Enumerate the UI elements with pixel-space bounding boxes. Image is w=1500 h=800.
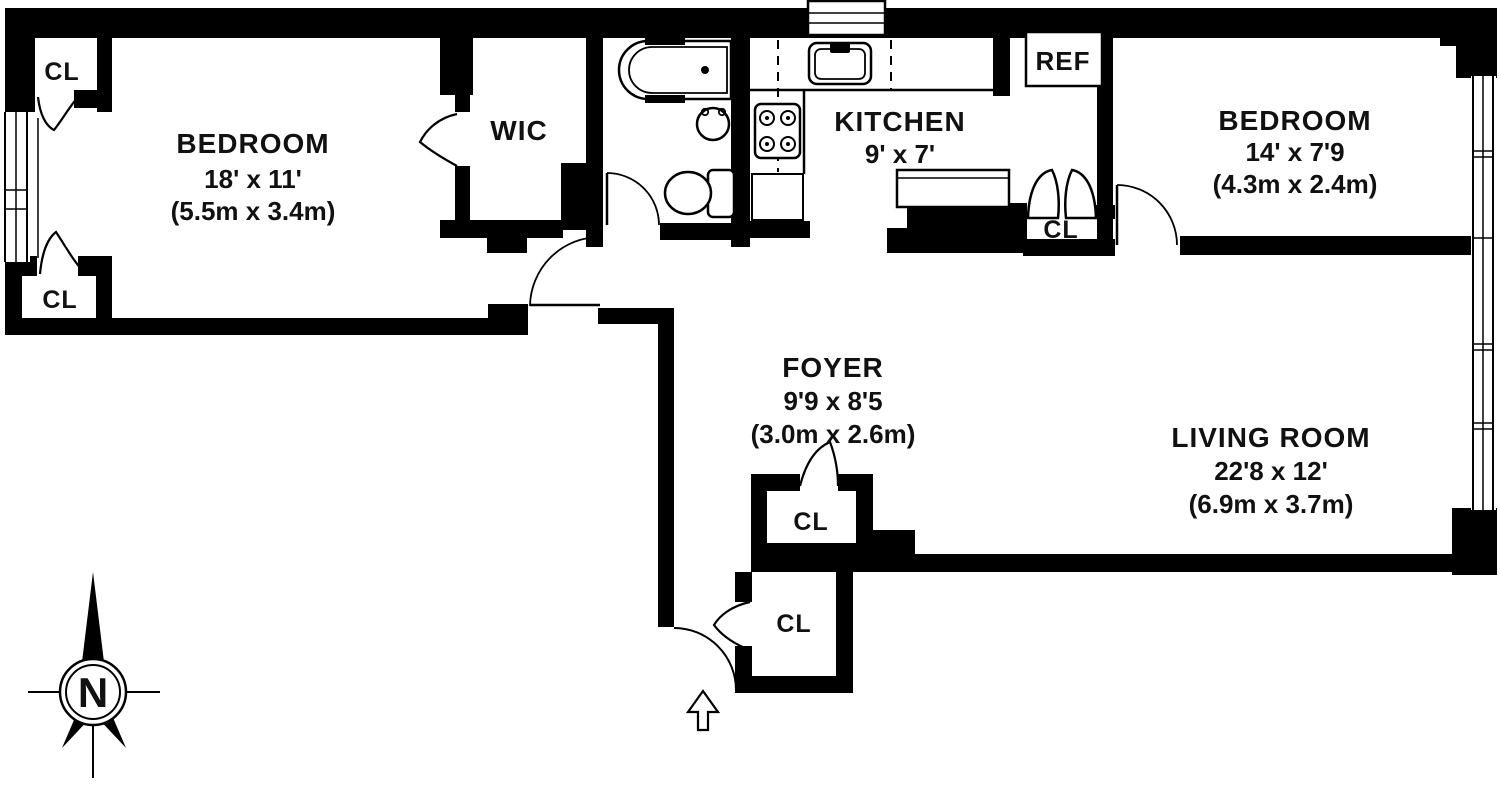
wall-cl-foyer-top-right [838, 474, 860, 491]
tub-grab-bar-top [645, 37, 685, 45]
door-flap-cl-top-left [36, 96, 79, 132]
doors [36, 96, 1178, 691]
room-dim-m-bedroom2: (4.3m x 2.4m) [1213, 169, 1378, 199]
bifold-door-icon [1026, 168, 1098, 220]
wall-cl-entry-stub-bottom [735, 646, 752, 693]
wall-hall-south [598, 308, 674, 324]
kitchen-counter [750, 40, 993, 221]
room-dim-ft-bedroom1: 18' x 11' [204, 164, 302, 194]
door-flap-cl-foyer [798, 440, 840, 487]
window-right [1471, 76, 1496, 510]
door-flap-wic [418, 112, 458, 167]
wall-cl-entry-stub-top [735, 572, 752, 602]
room-label-living: LIVING ROOM [1171, 422, 1370, 453]
bathroom-sink [695, 106, 731, 142]
wall-wic-jamb [487, 220, 527, 253]
door-flap-cl-entry [712, 600, 751, 652]
wall-nook-south [1023, 239, 1115, 256]
bathtub [617, 37, 733, 103]
wall-cl-foyer-bottom-block [751, 543, 915, 572]
refrigerator: REF [1024, 30, 1104, 88]
room-dim-m-living: (6.9m x 3.7m) [1189, 489, 1354, 519]
kitchen-sink [807, 41, 873, 86]
wall-wic-bath [586, 33, 603, 247]
wall-top [5, 8, 1497, 38]
closet-label-kitchen-hall: CL [1043, 216, 1078, 244]
wall-bedroom1-door-jamb [488, 304, 528, 320]
wall-bedroom2-south [1180, 236, 1471, 255]
walls [5, 8, 1497, 693]
room-label-kitchen: KITCHEN [834, 106, 965, 137]
wall-bedroom1-bottom [5, 318, 528, 335]
room-dim-ft-living: 22'8 x 12' [1214, 456, 1328, 486]
kitchen-faucet [830, 42, 850, 53]
room-label-bedroom2: BEDROOM [1218, 105, 1371, 136]
window-kitchen [806, 0, 887, 37]
room-dim-ft-kitchen: 9' x 7' [865, 139, 935, 169]
closet-label-entry: CL [776, 610, 811, 638]
compass-needle [82, 572, 104, 662]
window-left [3, 112, 39, 262]
fixtures: REF [617, 30, 1104, 221]
room-label-foyer: FOYER [782, 352, 883, 383]
wall-wic-left-upper [455, 33, 470, 112]
room-dim-m-foyer: (3.0m x 2.6m) [751, 419, 916, 449]
wall-cl-foyer-step [873, 530, 915, 546]
wall-cl-foyer-left [751, 474, 767, 550]
door-entry [673, 627, 737, 691]
closet-label-bedroom1-top: CL [44, 58, 79, 86]
entry-arrow-icon [685, 689, 721, 732]
toilet [663, 168, 736, 219]
wall-wic-left-lower [455, 166, 470, 234]
wall-kitchen-bottom [750, 221, 810, 238]
wall-cl-tl-right [97, 8, 112, 112]
closet-label-foyer: CL [793, 508, 828, 536]
stove [753, 102, 802, 160]
kitchen-peninsula-counter [895, 168, 1011, 209]
tub-grab-bar-bottom [645, 95, 685, 103]
wall-top-right-step [1456, 38, 1497, 78]
wall-kitchen-right [993, 8, 1010, 96]
dishwasher [751, 173, 804, 221]
wall-cl-entry-bottom [735, 676, 853, 693]
wall-wic-inner-block [561, 163, 586, 230]
wall-bottom-right-corner [1452, 508, 1497, 575]
door-bathroom [605, 172, 660, 226]
compass-north-label: N [78, 669, 108, 716]
room-dim-m-bedroom1: (5.5m x 3.4m) [171, 196, 336, 226]
door-flap-cl-bottom-left [38, 230, 85, 275]
compass-icon: N [28, 572, 160, 778]
windows [3, 0, 1496, 510]
wall-cl-entry-right [836, 572, 853, 693]
wall-cl-foyer-top-left [751, 474, 800, 491]
labels: BEDROOM 18' x 11' (5.5m x 3.4m) WIC KITC… [42, 58, 1377, 638]
room-dim-ft-foyer: 9'9 x 8'5 [783, 386, 882, 416]
closet-label-bedroom1-bottom: CL [42, 286, 77, 314]
door-bedroom1 [529, 236, 601, 307]
refrigerator-label: REF [1036, 46, 1091, 76]
wall-bath-bottom [660, 223, 750, 240]
wall-living-bottom [913, 554, 1458, 572]
wall-cl-foyer-right [856, 474, 873, 550]
tub-drain [701, 66, 709, 74]
wall-cl-tl-bottom [74, 90, 112, 108]
room-label-bedroom1: BEDROOM [176, 128, 329, 159]
door-bedroom2 [1115, 184, 1178, 246]
wall-kitchen-south-mass [887, 203, 1027, 253]
wall-bath-right [731, 33, 750, 247]
wall-foyer-left [658, 308, 674, 627]
wall-top-left-corner [5, 8, 35, 112]
room-label-wic: WIC [490, 115, 547, 146]
room-dim-ft-bedroom2: 14' x 7'9 [1245, 137, 1344, 167]
wall-nook-notch [1092, 205, 1115, 219]
wall-cl-bl-right [96, 256, 112, 320]
